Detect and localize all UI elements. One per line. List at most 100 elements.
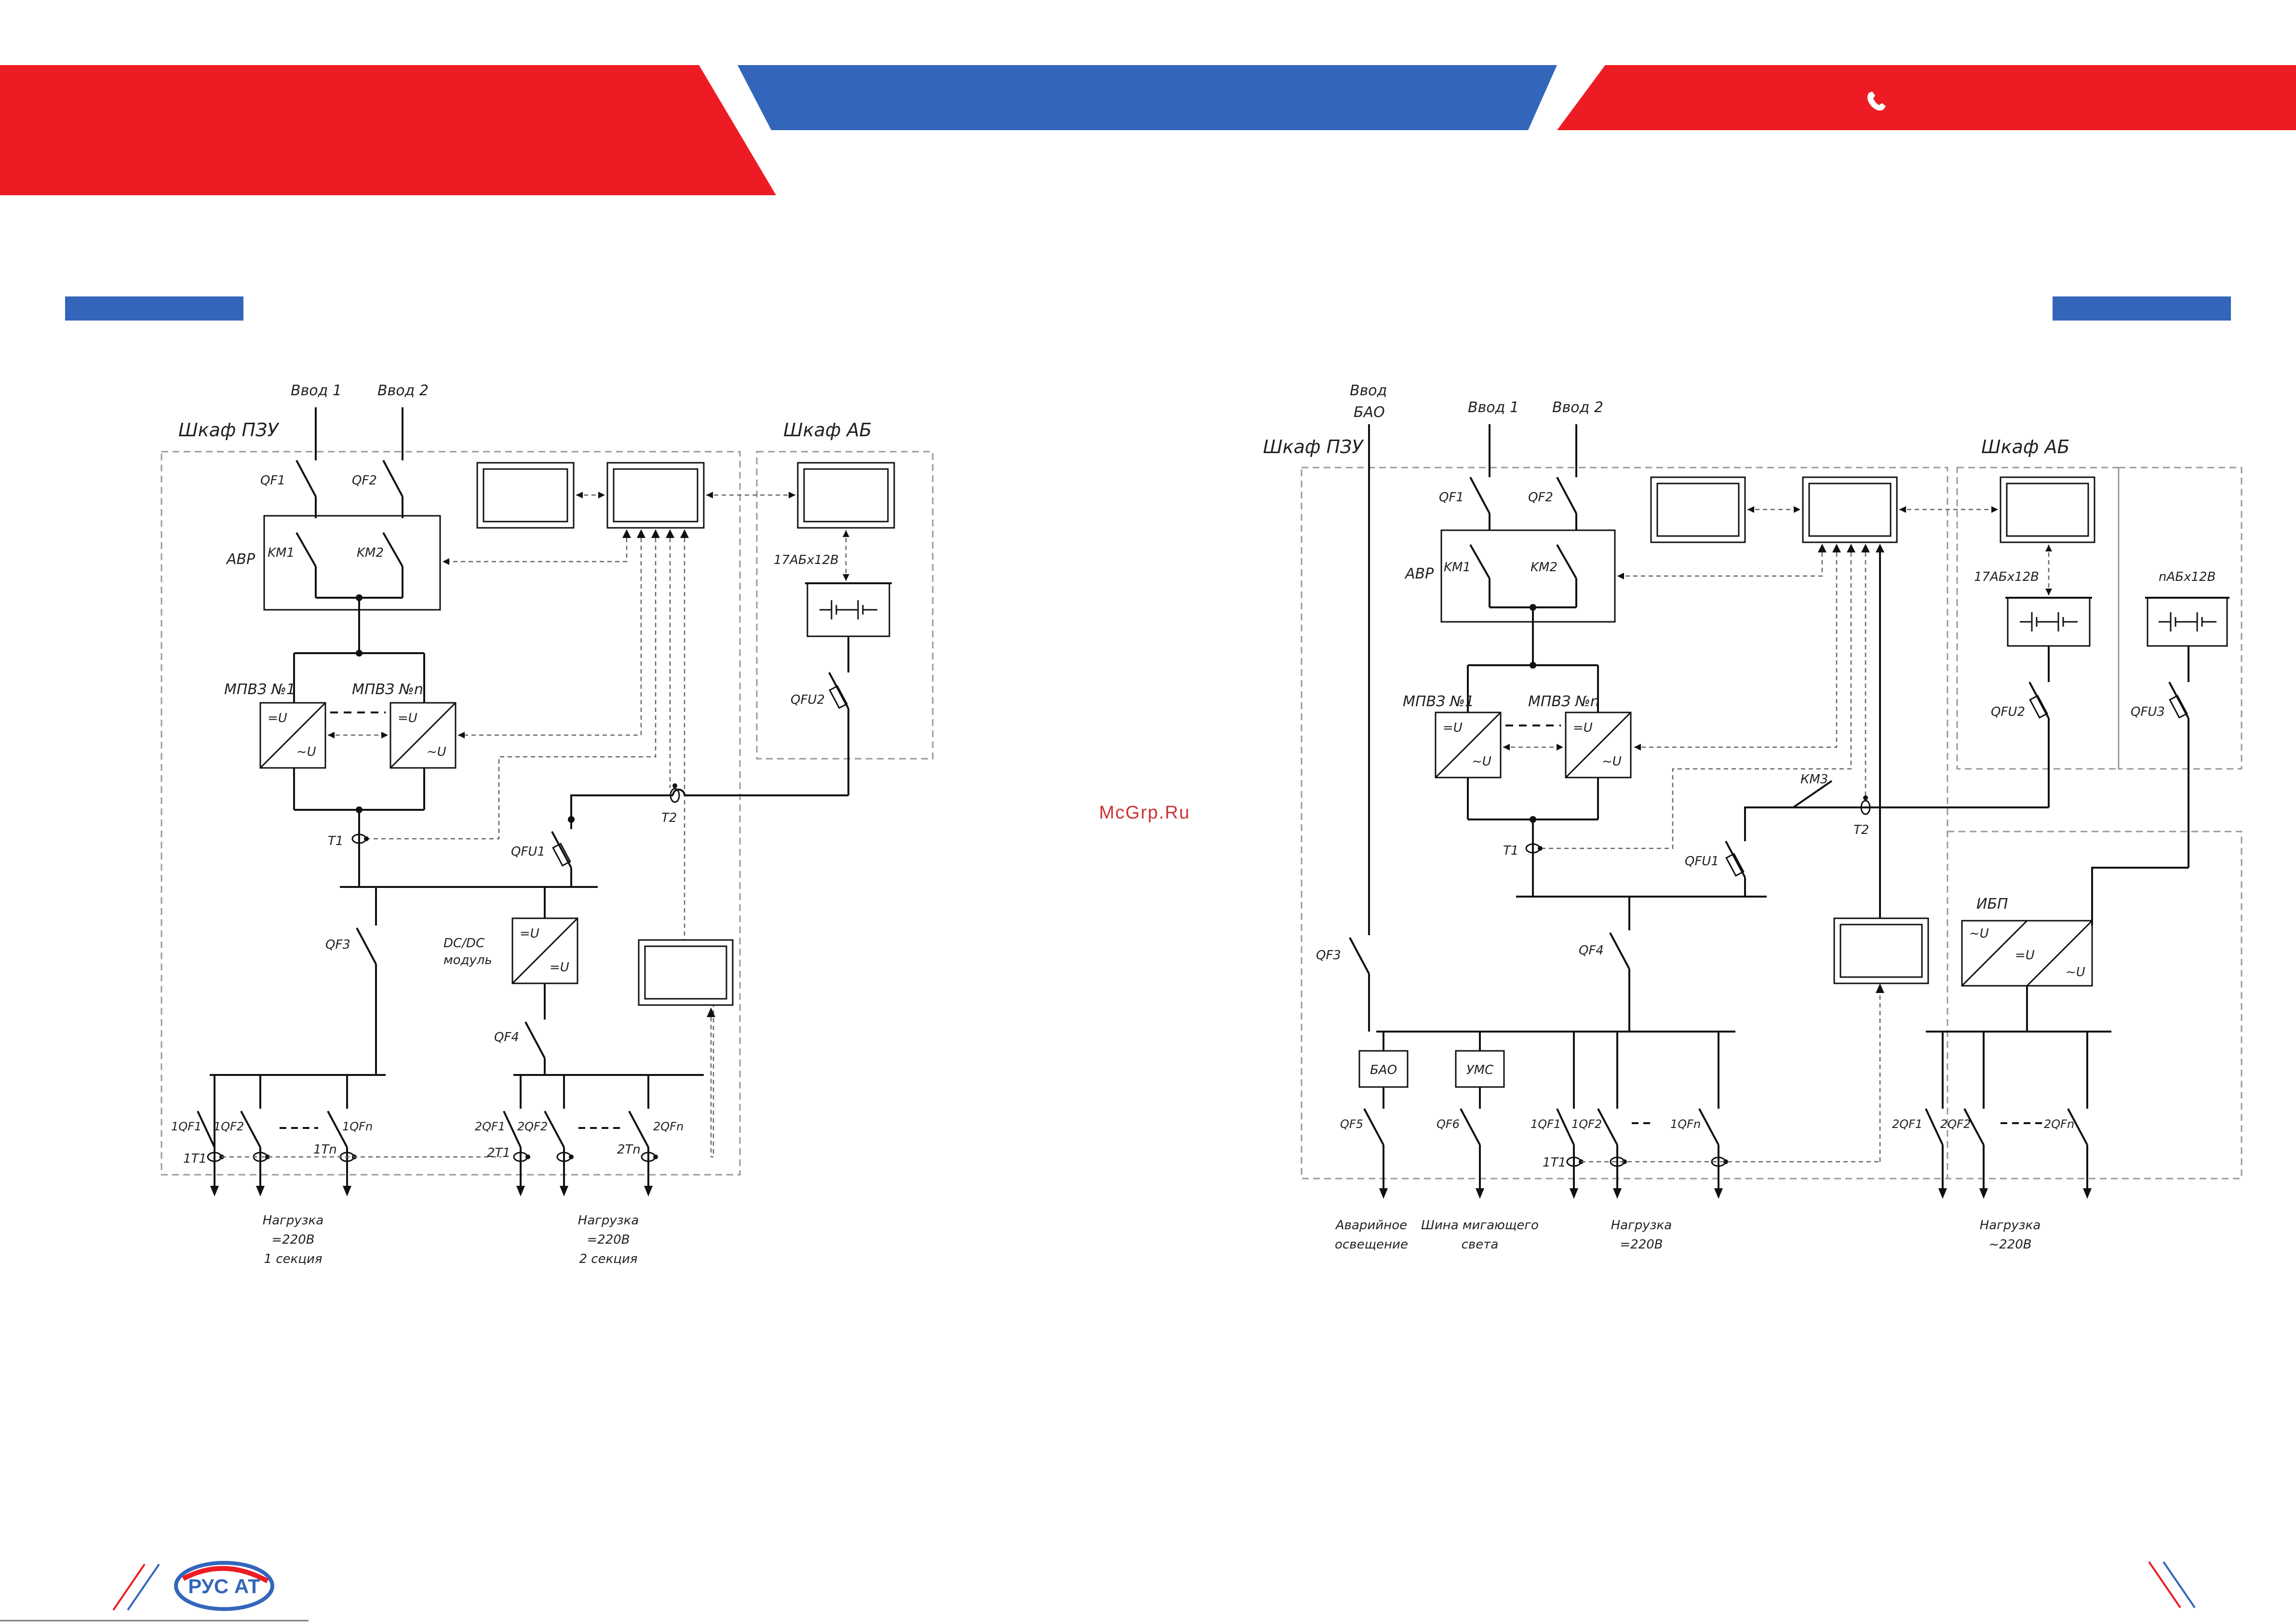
r-b2-qfn: 2QFn bbox=[2044, 1117, 2074, 1131]
r-qf2-label: QF2 bbox=[1528, 490, 1553, 505]
r-battery2-symbol bbox=[2145, 597, 2229, 647]
load1-text: Нагрузка =220В 1 секция bbox=[263, 1213, 324, 1266]
cabinet-ab-label: Шкаф АБ bbox=[783, 419, 872, 441]
svg-text:БАО: БАО bbox=[1370, 1063, 1397, 1077]
footer-stripe-red-right bbox=[2148, 1561, 2181, 1609]
svg-text:освещение: освещение bbox=[1335, 1237, 1408, 1252]
svg-text:Аварийное: Аварийное bbox=[1335, 1218, 1407, 1233]
company-logo: РУС АТ bbox=[174, 1561, 274, 1611]
r-qf5-label: QF5 bbox=[1340, 1117, 1363, 1131]
input2-label: Ввод 2 bbox=[377, 382, 429, 399]
r-monitor-ab bbox=[2000, 476, 2095, 543]
r-qfu2-label: QFU2 bbox=[1991, 705, 2025, 719]
r-qf3-label: QF3 bbox=[1316, 948, 1341, 963]
svg-text:~U: ~U bbox=[2066, 965, 2085, 980]
r-b1-qf1: 1QF1 bbox=[1531, 1117, 1561, 1131]
qfu1-label: QFU1 bbox=[511, 845, 545, 859]
r-b2-qf2: 2QF2 bbox=[1940, 1117, 1971, 1131]
monitor-left-1 bbox=[476, 462, 575, 529]
mpvz1-label: МПВЗ №1 bbox=[224, 681, 295, 698]
km2-label: KM2 bbox=[357, 546, 384, 560]
r-km3-label: КМ3 bbox=[1800, 772, 1828, 787]
r-cabinet-ab-label: Шкаф АБ bbox=[1981, 436, 2070, 457]
svg-text:Нагрузка: Нагрузка bbox=[1980, 1218, 2041, 1233]
svg-text:2 секция: 2 секция bbox=[579, 1252, 637, 1266]
svg-text:=U: =U bbox=[1443, 721, 1463, 735]
r-mpvzn-converter: =U ~U bbox=[1565, 711, 1632, 778]
t-row1-1: 1T1 bbox=[183, 1152, 207, 1166]
cabinet-pzu-frame bbox=[161, 451, 741, 1176]
km1-label: KM1 bbox=[268, 546, 295, 560]
ups-box: ~U =U ~U bbox=[1961, 920, 2093, 987]
r-monitor-1 bbox=[1650, 476, 1746, 543]
svg-text:~U: ~U bbox=[296, 745, 316, 759]
logo-text: РУС АТ bbox=[188, 1575, 260, 1597]
r-cabinet-pzu-frame bbox=[1301, 467, 1948, 1180]
battery-label: 17АБх12В bbox=[774, 553, 839, 567]
r-t-row1-1: 1T1 bbox=[1543, 1155, 1566, 1170]
b1-qf1: 1QF1 bbox=[171, 1120, 201, 1133]
t1-label: T1 bbox=[328, 834, 343, 848]
load-dc-text: Нагрузка =220В bbox=[1611, 1218, 1672, 1252]
load-ac-text: Нагрузка ~220В bbox=[1980, 1218, 2041, 1252]
monitor-left-ab bbox=[797, 462, 895, 529]
r-input2-label: Ввод 2 bbox=[1552, 399, 1603, 416]
svg-text:~U: ~U bbox=[427, 745, 446, 759]
section-tab-right bbox=[2053, 296, 2231, 321]
b1-qfn: 1QFn bbox=[342, 1120, 373, 1133]
watermark: McGrp.Ru bbox=[1099, 803, 1190, 823]
qf1-label: QF1 bbox=[260, 473, 285, 488]
dcdc-module: =U =U bbox=[511, 917, 578, 984]
load-blink-text: Шина мигающего света bbox=[1421, 1218, 1539, 1252]
r-battery1-label: 17АБх12В bbox=[1974, 570, 2039, 584]
dcdc-label-2: модуль bbox=[443, 953, 492, 967]
b2-qfn: 2QFn bbox=[653, 1120, 684, 1133]
svg-text:=U: =U bbox=[2015, 948, 2035, 963]
footer: РУС АТ bbox=[0, 1561, 2196, 1622]
avr-label: АВР bbox=[226, 551, 255, 568]
r-ibp-label: ИБП bbox=[1976, 896, 2008, 913]
cabinet-pzu-label: Шкаф ПЗУ bbox=[178, 419, 280, 441]
header-banners bbox=[0, 65, 2296, 321]
svg-text:=220В: =220В bbox=[587, 1233, 630, 1247]
monitor-left-controller bbox=[606, 462, 705, 529]
load-emergency-text: Аварийное освещение bbox=[1335, 1218, 1408, 1252]
b2-qf1: 2QF1 bbox=[475, 1120, 505, 1133]
t-row2-1: 2T1 bbox=[487, 1146, 510, 1160]
load2-text: Нагрузка =220В 2 секция bbox=[578, 1213, 639, 1266]
r-b1-qfn: 1QFn bbox=[1670, 1117, 1701, 1131]
svg-text:=220В: =220В bbox=[1620, 1237, 1663, 1252]
svg-text:Шина мигающего: Шина мигающего bbox=[1421, 1218, 1539, 1233]
footer-stripe-red-left bbox=[112, 1563, 146, 1611]
r-qfu1-label: QFU1 bbox=[1685, 854, 1719, 869]
r-b2-qf1: 2QF1 bbox=[1892, 1117, 1922, 1131]
r-monitor-controller bbox=[1802, 476, 1898, 543]
r-t1-label: T1 bbox=[1503, 844, 1518, 858]
qf4-label: QF4 bbox=[494, 1030, 519, 1045]
svg-text:~220В: ~220В bbox=[1988, 1237, 2031, 1252]
avr-box bbox=[263, 515, 441, 611]
svg-text:УМС: УМС bbox=[1466, 1063, 1494, 1077]
section-tab-left bbox=[65, 296, 243, 321]
b1-qf2: 1QF2 bbox=[214, 1120, 244, 1133]
b2-qf2: 2QF2 bbox=[517, 1120, 548, 1133]
battery-symbol bbox=[805, 582, 892, 637]
r-mpvz1-label: МПВЗ №1 bbox=[1403, 693, 1474, 710]
footer-stripe-blue-right bbox=[2162, 1561, 2196, 1609]
t-row1-n: 1Tn bbox=[313, 1142, 337, 1157]
r-input-bao-2: БАО bbox=[1354, 404, 1385, 421]
r-qfu3-label: QFU3 bbox=[2131, 705, 2165, 719]
r-mpvz1-converter: =U ~U bbox=[1435, 711, 1502, 778]
r-t2-label: T2 bbox=[1853, 823, 1869, 837]
svg-text:света: света bbox=[1462, 1237, 1499, 1252]
r-battery2-label: nАБх12В bbox=[2159, 570, 2215, 584]
r-b1-qf2: 1QF2 bbox=[1571, 1117, 1602, 1131]
r-cabinet-ab-frame-2 bbox=[2118, 467, 2242, 770]
header-red-left bbox=[0, 65, 776, 195]
r-avr-label: АВР bbox=[1404, 565, 1434, 582]
input1-label: Ввод 1 bbox=[291, 382, 342, 399]
dcdc-label-1: DC/DC bbox=[443, 936, 485, 951]
t2-label: T2 bbox=[661, 811, 677, 825]
header-blue-center bbox=[738, 65, 1557, 130]
